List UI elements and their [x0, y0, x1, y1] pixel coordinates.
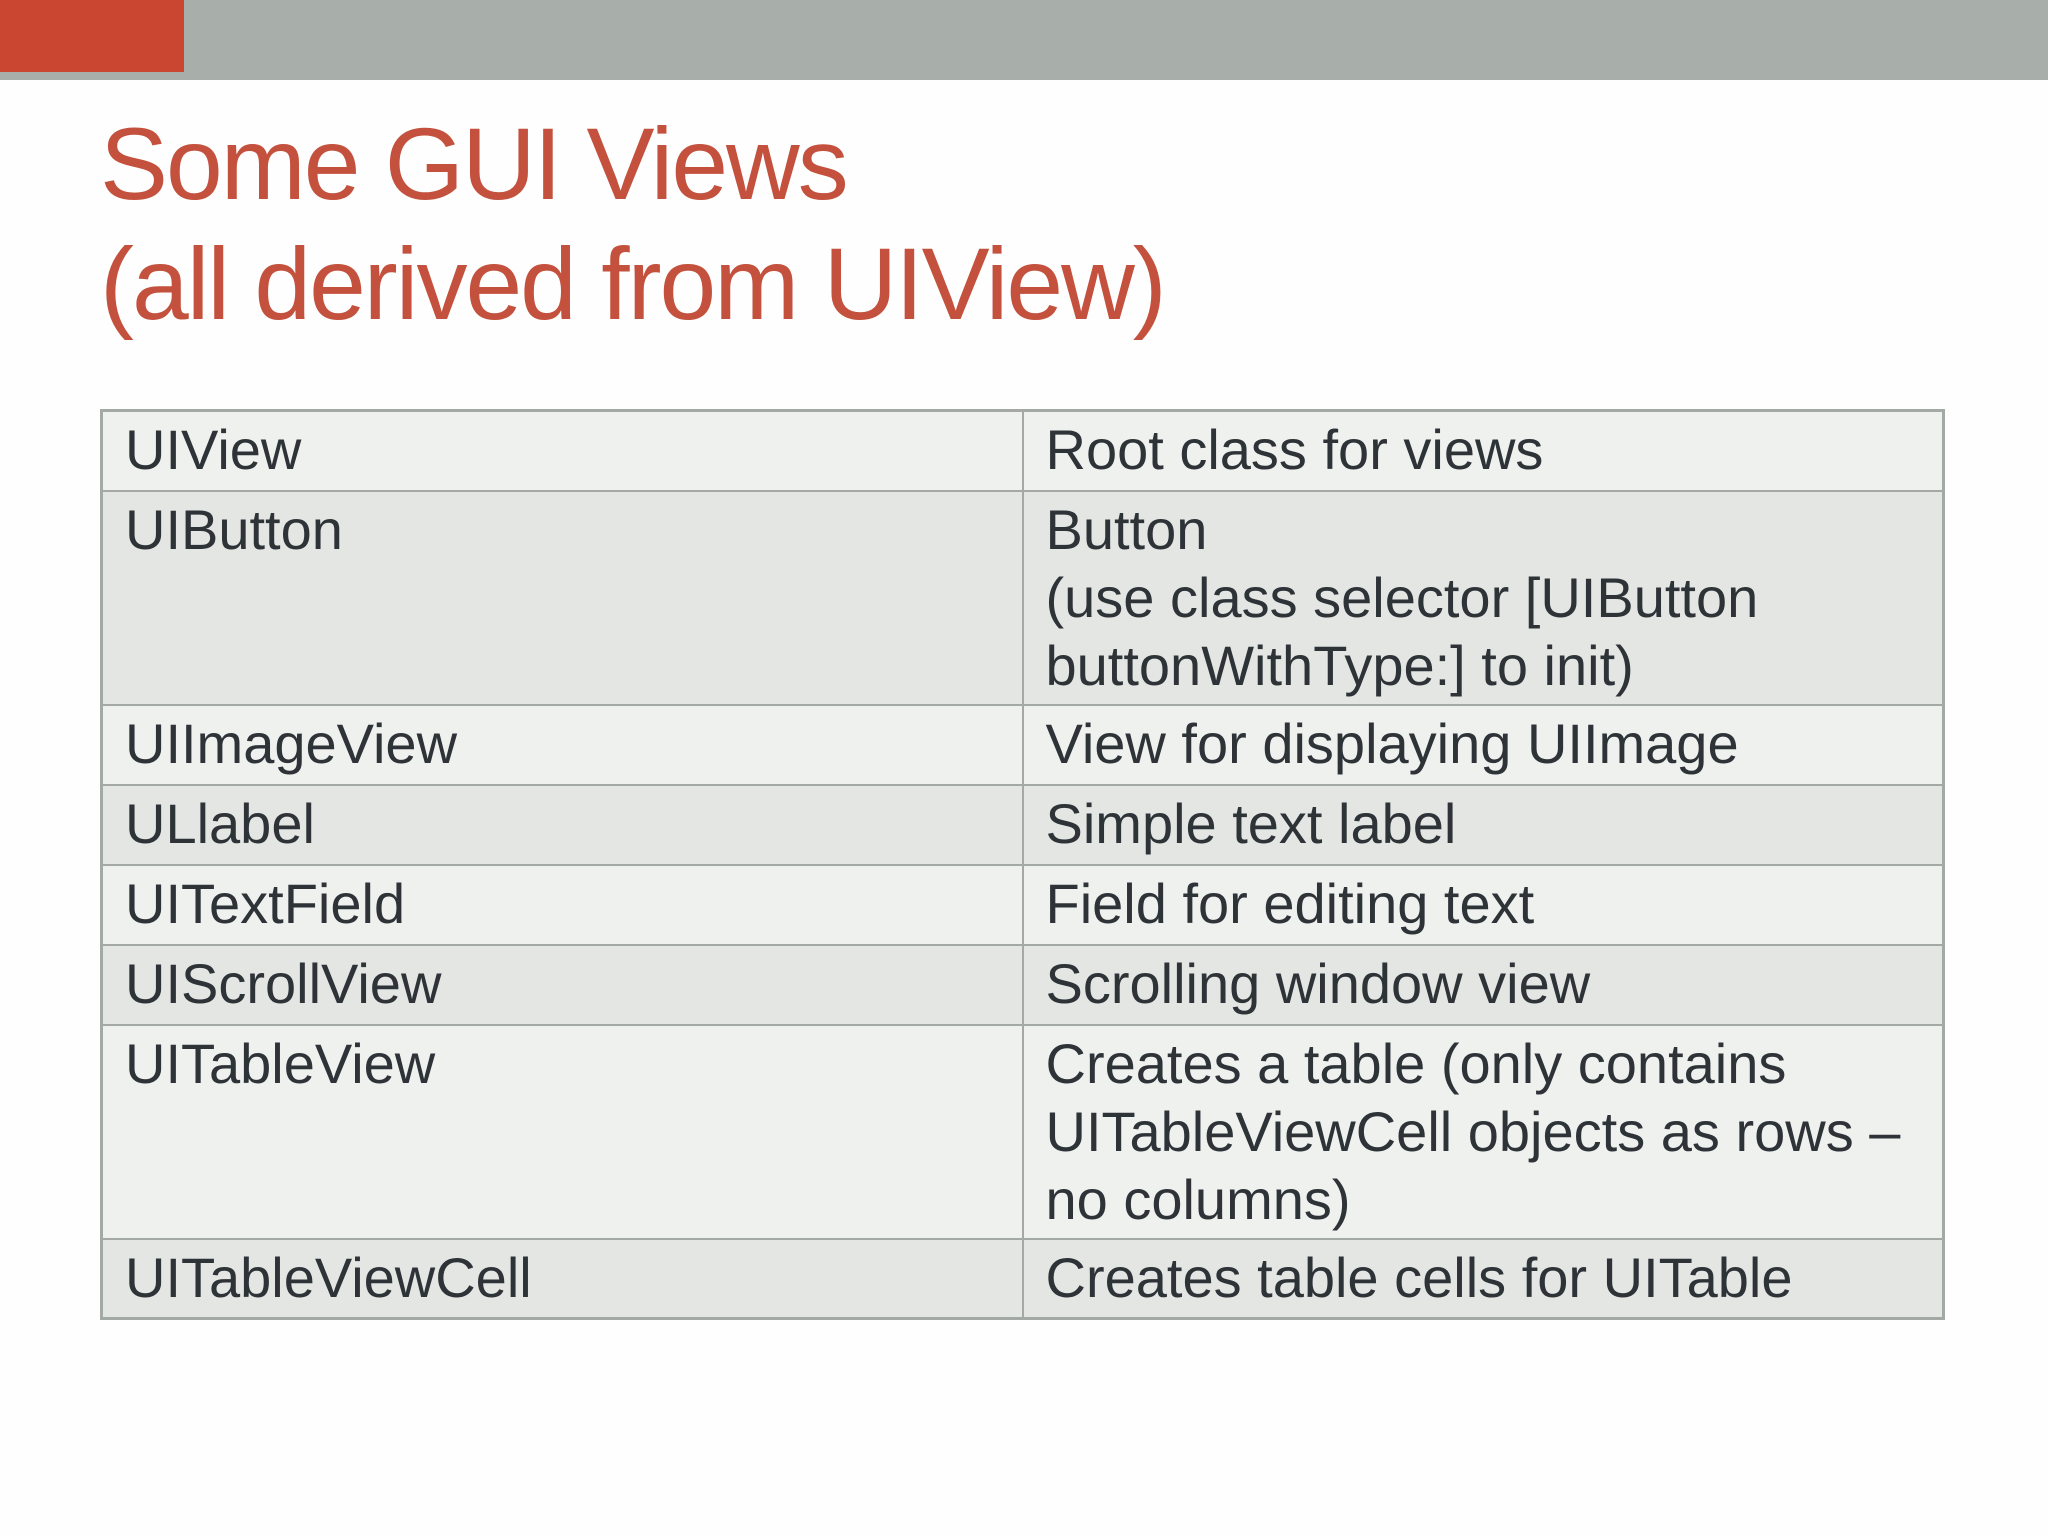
description-cell: Creates table cells for UITable [1021, 1237, 1945, 1320]
table-row: UITableViewCell Creates table cells for … [100, 1237, 1945, 1320]
class-name-cell: UITableView [100, 1023, 1024, 1240]
class-name-cell: UIImageView [100, 703, 1024, 786]
views-table-body: UIView Root class for views UIButton But… [100, 409, 1945, 1320]
class-name-cell: ULlabel [100, 783, 1024, 866]
class-name-cell: UIScrollView [100, 943, 1024, 1026]
description-cell: Field for editing text [1021, 863, 1945, 946]
description-cell: Button (use class selector [UIButton but… [1021, 489, 1945, 706]
header-band [0, 0, 2048, 80]
description-cell: Root class for views [1021, 409, 1945, 492]
views-table: UIView Root class for views UIButton But… [100, 409, 1945, 1320]
table-row: UIButton Button (use class selector [UIB… [100, 489, 1945, 706]
slide-title: Some GUI Views (all derived from UIView) [100, 104, 1167, 344]
table-row: ULlabel Simple text label [100, 783, 1945, 866]
class-name-cell: UIView [100, 409, 1024, 492]
class-name-cell: UIButton [100, 489, 1024, 706]
accent-bar [0, 0, 184, 72]
table-row: UIScrollView Scrolling window view [100, 943, 1945, 1026]
table-row: UIView Root class for views [100, 409, 1945, 492]
description-cell: Scrolling window view [1021, 943, 1945, 1026]
description-cell: View for displaying UIImage [1021, 703, 1945, 786]
table-row: UITableView Creates a table (only contai… [100, 1023, 1945, 1240]
table-row: UIImageView View for displaying UIImage [100, 703, 1945, 786]
title-line-2: (all derived from UIView) [100, 227, 1167, 341]
title-line-1: Some GUI Views [100, 107, 849, 221]
class-name-cell: UITableViewCell [100, 1237, 1024, 1320]
table-row: UITextField Field for editing text [100, 863, 1945, 946]
class-name-cell: UITextField [100, 863, 1024, 946]
description-cell: Simple text label [1021, 783, 1945, 866]
description-cell: Creates a table (only contains UITableVi… [1021, 1023, 1945, 1240]
